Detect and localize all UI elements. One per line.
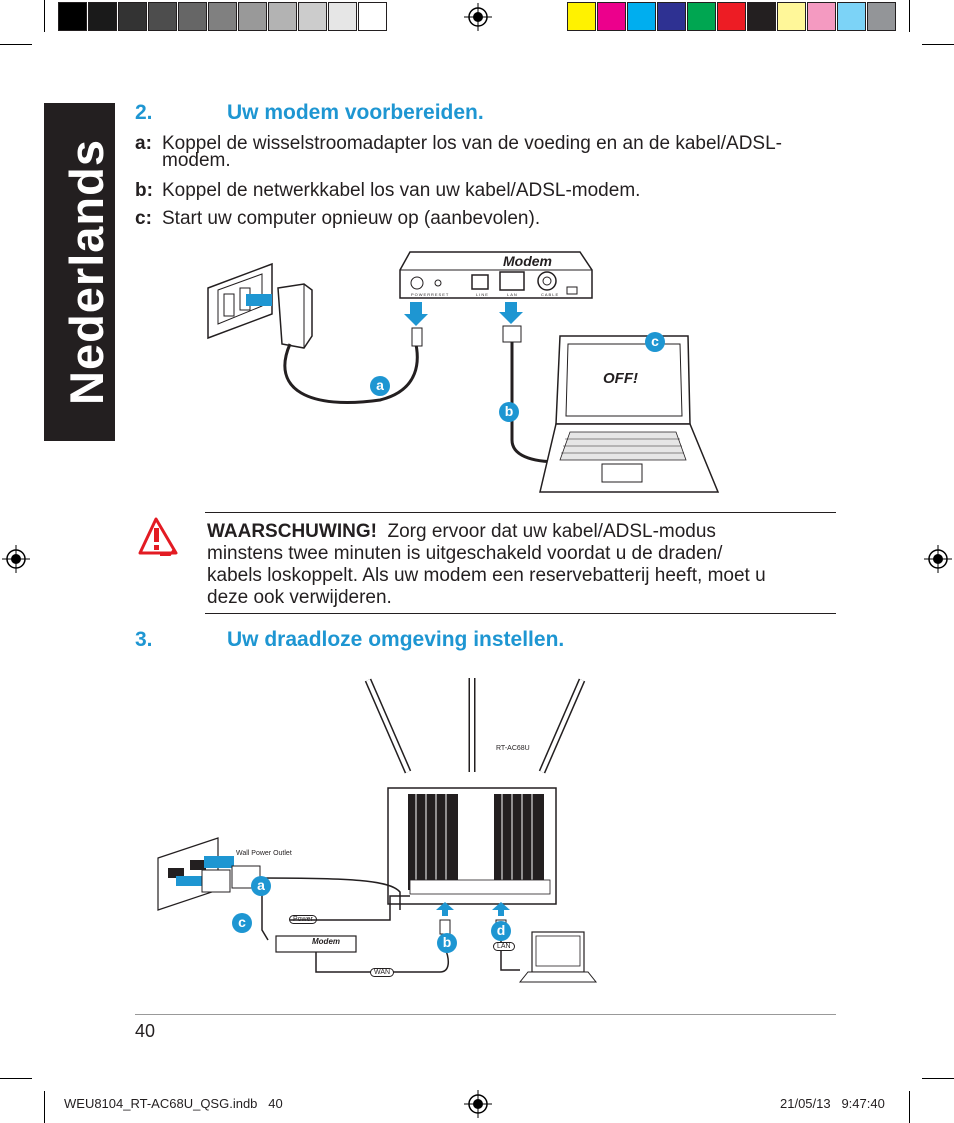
router-setup-diagram	[157, 678, 598, 983]
warning-line: Zorg ervoor dat uw kabel/ADSL-modus	[387, 521, 716, 542]
callout-a: a	[251, 876, 271, 896]
warning-rule-top	[205, 512, 836, 513]
step-text-continued: modem.	[162, 150, 231, 171]
section-3-title: Uw draadloze omgeving instellen.	[227, 628, 565, 651]
modem-port-power: POWER	[411, 292, 432, 297]
modem-port-line: LINE	[476, 292, 489, 297]
section-2-title: Uw modem voorbereiden.	[227, 101, 484, 124]
step-text: Koppel de netwerkkabel los van uw kabel/…	[162, 180, 641, 201]
modem-port-reset: RESET	[431, 292, 450, 297]
callout-c: c	[232, 913, 252, 933]
language-tab: Nederlands	[44, 103, 115, 441]
color-swatch	[837, 2, 866, 31]
slug-timestamp: 21/05/13 9:47:40	[780, 1096, 885, 1111]
color-swatch	[58, 2, 87, 31]
registration-mark-icon	[464, 3, 492, 31]
color-swatch	[268, 2, 297, 31]
callout-c: c	[645, 332, 665, 352]
step-label: c:	[135, 208, 152, 229]
color-swatch	[328, 2, 357, 31]
color-swatch	[597, 2, 626, 31]
crop-mark	[44, 1091, 45, 1123]
modem-port-cable: CABLE	[541, 292, 560, 297]
step-text: Koppel de wisselstroomadapter los van de…	[162, 133, 782, 154]
lan-label: LAN	[493, 942, 515, 951]
section-3-number: 3.	[135, 628, 153, 651]
wall-outlet-label: Wall Power Outlet	[236, 850, 292, 857]
color-swatch	[867, 2, 896, 31]
off-label: OFF!	[603, 370, 638, 387]
callout-b: b	[437, 933, 457, 953]
callout-d: d	[491, 921, 511, 941]
warning-line: deze ook verwijderen.	[207, 587, 392, 608]
crop-mark	[44, 0, 45, 32]
callout-a: a	[370, 376, 390, 396]
color-swatch	[118, 2, 147, 31]
language-label: Nederlands	[60, 139, 113, 405]
color-swatch	[567, 2, 596, 31]
step-label: a:	[135, 133, 152, 154]
color-swatch	[777, 2, 806, 31]
warning-title: WAARSCHUWING!	[207, 521, 377, 542]
color-swatch	[178, 2, 207, 31]
registration-mark-icon	[2, 545, 30, 573]
crop-mark	[909, 0, 910, 32]
color-swatch	[807, 2, 836, 31]
color-swatch	[657, 2, 686, 31]
step-label: b:	[135, 180, 153, 201]
modem-small-label: Modem	[312, 937, 340, 946]
modem-port-lan: LAN	[507, 292, 518, 297]
color-swatch	[148, 2, 177, 31]
registration-mark-icon	[464, 1090, 492, 1118]
modem-label: Modem	[503, 253, 552, 269]
warning-line: minstens twee minuten is uitgeschakeld v…	[207, 543, 723, 564]
color-swatch	[358, 2, 387, 31]
page-number: 40	[135, 1021, 156, 1041]
power-label: Power	[289, 915, 317, 924]
router-model-label: RT-AC68U	[496, 745, 530, 752]
footer-rule	[135, 1014, 836, 1015]
color-swatch	[238, 2, 267, 31]
slug-file: WEU8104_RT-AC68U_QSG.indb 40	[64, 1096, 283, 1111]
color-swatch	[88, 2, 117, 31]
section-2-number: 2.	[135, 101, 153, 124]
callout-b: b	[499, 402, 519, 422]
registration-mark-icon	[924, 545, 952, 573]
color-swatch	[208, 2, 237, 31]
warning-line: kabels loskoppelt. Als uw modem een rese…	[207, 565, 766, 586]
step-text: Start uw computer opnieuw op (aanbevolen…	[162, 208, 541, 229]
wan-label: WAN	[370, 968, 395, 977]
warning-rule-bottom	[205, 613, 836, 614]
color-swatch	[717, 2, 746, 31]
color-swatch	[687, 2, 716, 31]
color-swatch	[298, 2, 327, 31]
crop-mark	[922, 1078, 954, 1079]
crop-mark	[909, 1091, 910, 1123]
color-swatch	[627, 2, 656, 31]
color-swatch	[747, 2, 776, 31]
modem-disconnect-diagram	[207, 251, 720, 493]
crop-mark	[0, 44, 32, 45]
crop-mark	[922, 44, 954, 45]
warning-icon	[138, 517, 178, 556]
crop-mark	[0, 1078, 32, 1079]
